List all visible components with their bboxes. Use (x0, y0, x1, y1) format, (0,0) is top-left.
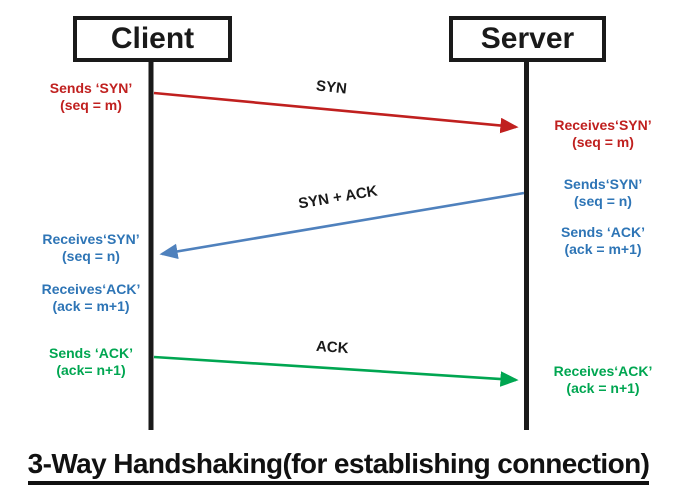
ack-message-label: ACK (315, 337, 350, 358)
note-line1: Receives‘SYN’ (554, 117, 652, 133)
note-line2: (ack = n+1) (566, 380, 640, 396)
client-box: Client (73, 16, 232, 62)
note-line2: (seq = m) (572, 134, 634, 150)
server-box: Server (449, 16, 606, 62)
note-line1: Sends ‘SYN’ (49, 80, 133, 96)
note-line2: (ack = m+1) (564, 241, 642, 257)
note-client-receives-ack: Receives‘ACK’ (ack = m+1) (10, 281, 172, 315)
note-client-sends-ack: Sends ‘ACK’ (ack= n+1) (10, 345, 172, 379)
diagram-title-text: 3-Way Handshaking(for establishing conne… (27, 448, 650, 485)
note-server-sends-ack: Sends ‘ACK’ (ack = m+1) (534, 224, 672, 258)
note-line2: (seq = n) (62, 248, 120, 264)
note-server-receives-syn: Receives‘SYN’ (seq = m) (534, 117, 672, 151)
syn-arrow (153, 91, 519, 134)
syn-ack-arrow (159, 191, 525, 260)
note-line2: (ack= n+1) (56, 362, 126, 378)
server-label: Server (480, 22, 575, 55)
note-line1: Receives‘ACK’ (41, 281, 141, 297)
note-line1: Receives‘ACK’ (553, 363, 653, 379)
note-line1: Sends ‘ACK’ (48, 345, 133, 361)
syn-message-label: SYN (315, 77, 348, 98)
ack-arrow (153, 355, 519, 387)
note-line1: Receives‘SYN’ (42, 231, 140, 247)
note-line1: Sends‘SYN’ (563, 176, 643, 192)
diagram-title: 3-Way Handshaking(for establishing conne… (0, 448, 677, 485)
note-client-receives-syn: Receives‘SYN’ (seq = n) (10, 231, 172, 265)
note-line2: (seq = n) (574, 193, 632, 209)
note-line2: (ack = m+1) (52, 298, 130, 314)
client-label: Client (110, 22, 195, 55)
note-line1: Sends ‘ACK’ (560, 224, 645, 240)
note-line2: (seq = m) (60, 97, 122, 113)
note-server-receives-ack: Receives‘ACK’ (ack = n+1) (534, 363, 672, 397)
note-client-sends-syn: Sends ‘SYN’ (seq = m) (10, 80, 172, 114)
note-server-sends-syn: Sends‘SYN’ (seq = n) (534, 176, 672, 210)
